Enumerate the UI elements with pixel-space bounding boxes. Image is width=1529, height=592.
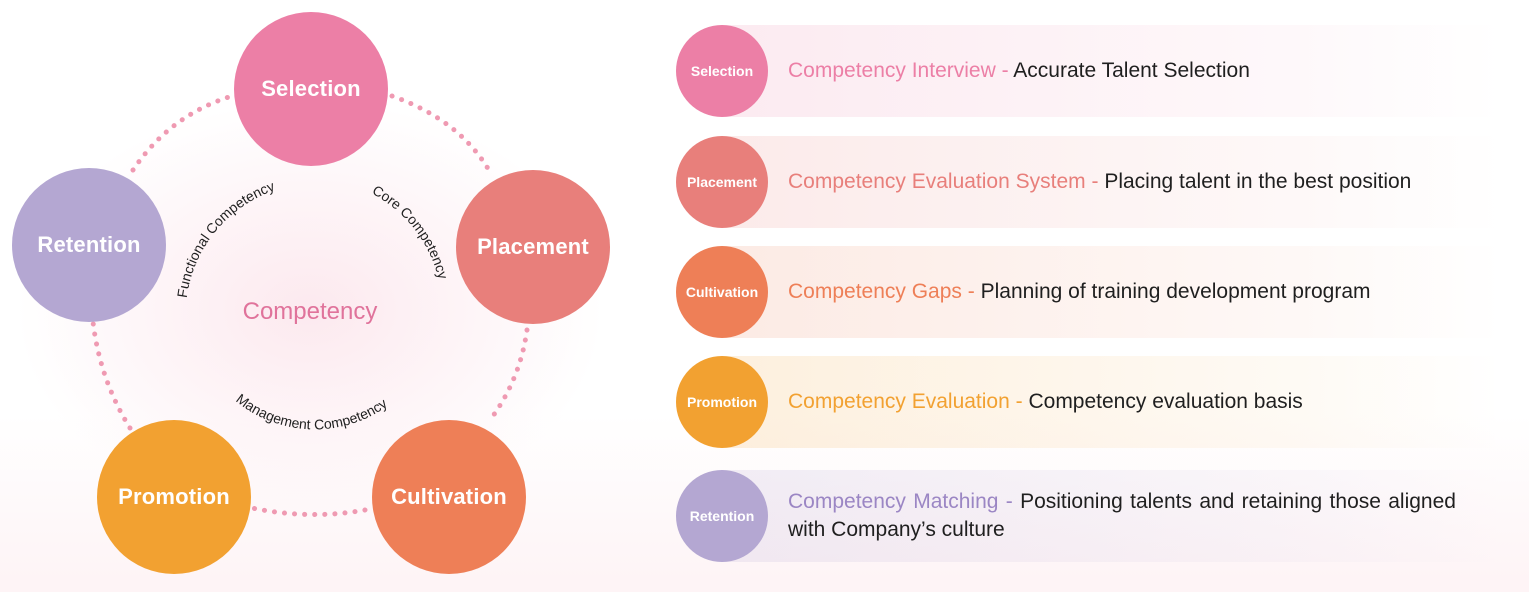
row-description: Placing talent in the best position	[1104, 170, 1412, 193]
row-description: Positioning talents and retaining those …	[788, 490, 1456, 541]
badge-retention: Retention	[676, 470, 768, 562]
functional-competency-label: Functional Competency	[174, 178, 277, 299]
row-separator: -	[1009, 390, 1029, 413]
list-item-retention: Retention Competency Matching - Position…	[676, 470, 1529, 562]
node-promotion-label: Promotion	[118, 484, 230, 509]
node-cultivation: Cultivation	[372, 420, 526, 574]
node-placement-label: Placement	[477, 234, 589, 259]
list-item-cultivation: Cultivation Competency Gaps - Planning o…	[676, 246, 1529, 338]
node-retention: Retention	[12, 168, 166, 322]
row-title: Competency Matching	[788, 490, 999, 513]
badge-placement: Placement	[676, 136, 768, 228]
cycle-connectors: Functional Competency Core Competency Ma…	[90, 93, 530, 518]
row-separator: -	[998, 490, 1021, 513]
competency-application-list: Selection Competency Interview - Accurat…	[676, 0, 1529, 592]
list-item-placement: Placement Competency Evaluation System -…	[676, 136, 1529, 228]
list-item-promotion: Promotion Competency Evaluation - Compet…	[676, 356, 1529, 448]
row-text: Competency Matching - Positioning talent…	[788, 470, 1456, 562]
badge-cultivation: Cultivation	[676, 246, 768, 338]
badge-selection: Selection	[676, 25, 768, 117]
row-separator: -	[1085, 170, 1105, 193]
row-description: Planning of training development program	[980, 280, 1371, 303]
row-description: Accurate Talent Selection	[1013, 59, 1250, 82]
badge-label: Promotion	[687, 394, 757, 410]
row-text: Competency Gaps - Planning of training d…	[788, 246, 1518, 338]
row-title: Competency Interview	[788, 59, 996, 82]
core-competency-label: Core Competency	[370, 182, 451, 281]
row-description: Competency evaluation basis	[1028, 390, 1303, 413]
row-title: Competency Evaluation System	[788, 170, 1086, 193]
row-text: Competency Interview - Accurate Talent S…	[788, 25, 1518, 117]
node-selection-label: Selection	[261, 76, 361, 101]
node-placement: Placement	[456, 170, 610, 324]
node-selection: Selection	[234, 12, 388, 166]
row-band	[722, 136, 1502, 228]
management-competency-label: Management Competency	[233, 390, 389, 432]
connector-retention-selection	[130, 93, 235, 173]
badge-label: Cultivation	[685, 284, 759, 300]
row-band	[722, 246, 1502, 338]
node-cultivation-label: Cultivation	[391, 484, 507, 509]
connector-placement-cultivation	[487, 327, 530, 423]
connector-cultivation-promotion	[249, 505, 368, 518]
row-band	[722, 470, 1502, 562]
row-title: Competency Gaps	[788, 280, 962, 303]
connector-promotion-retention	[90, 319, 133, 431]
badge-label: Retention	[689, 508, 755, 524]
node-retention-label: Retention	[37, 232, 141, 257]
row-separator: -	[961, 280, 981, 303]
row-band	[722, 356, 1502, 448]
row-separator: -	[995, 59, 1014, 82]
row-title: Competency Evaluation	[788, 390, 1010, 413]
row-text: Competency Evaluation - Competency evalu…	[788, 356, 1518, 448]
badge-promotion: Promotion	[676, 356, 768, 448]
center-label: Competency	[242, 298, 378, 325]
list-item-selection: Selection Competency Interview - Accurat…	[676, 25, 1529, 117]
badge-label: Selection	[690, 63, 754, 79]
row-text: Competency Evaluation System - Placing t…	[788, 136, 1518, 228]
node-promotion: Promotion	[97, 420, 251, 574]
competency-cycle-diagram: Functional Competency Core Competency Ma…	[0, 0, 640, 592]
connector-selection-placement	[389, 93, 493, 175]
row-band	[722, 25, 1502, 117]
badge-label: Placement	[686, 174, 758, 190]
